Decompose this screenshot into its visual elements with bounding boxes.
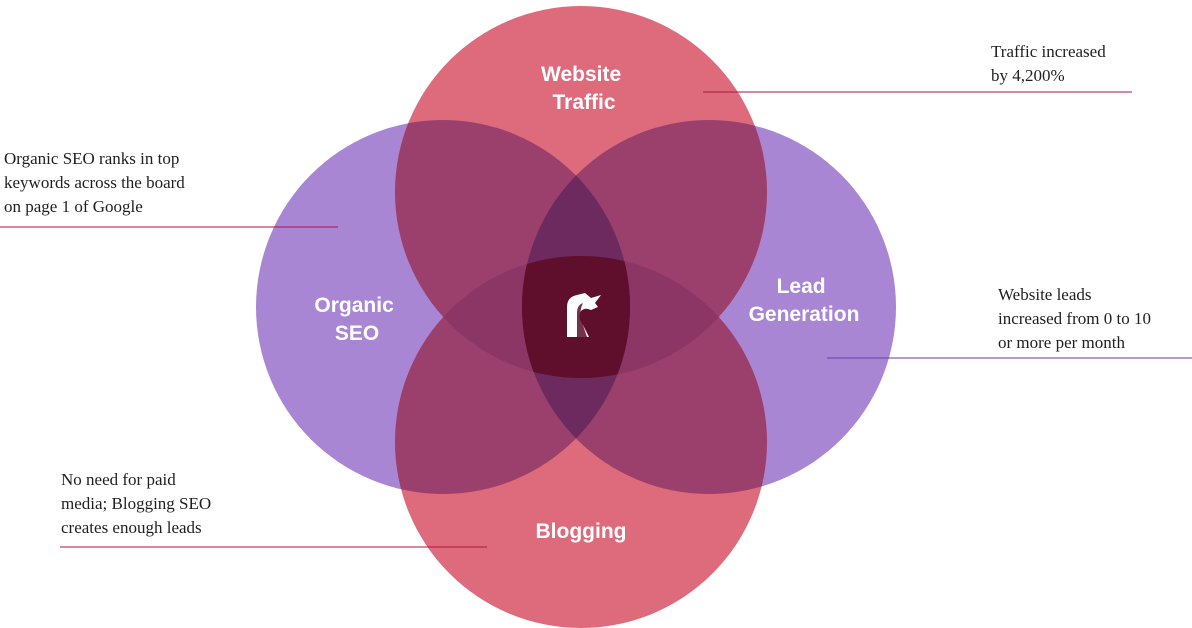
label-blogging: Blogging — [536, 520, 627, 543]
label-website-traffic: Website Traffic — [541, 63, 627, 114]
note-traffic-line: Traffic increased — [991, 42, 1106, 61]
note-traffic: Traffic increased by 4,200% — [991, 40, 1106, 88]
note-seo-line: Organic SEO ranks in top — [4, 149, 180, 168]
overlap-traffic-blogging — [395, 256, 767, 378]
unicorn-logo-icon — [567, 293, 601, 337]
note-seo-line: keywords across the board — [4, 173, 185, 192]
note-blogging-line: media; Blogging SEO — [61, 494, 212, 513]
note-leads-line: or more per month — [998, 333, 1125, 352]
note-seo: Organic SEO ranks in top keywords across… — [4, 147, 185, 219]
note-leads: Website leads increased from 0 to 10 or … — [998, 283, 1151, 355]
note-leads-line: Website leads — [998, 285, 1092, 304]
note-blogging: No need for paid media; Blogging SEO cre… — [61, 468, 211, 540]
note-blogging-line: creates enough leads — [61, 518, 202, 537]
note-blogging-line: No need for paid — [61, 470, 176, 489]
overlap-traffic-purple — [395, 120, 767, 378]
note-leads-line: increased from 0 to 10 — [998, 309, 1151, 328]
note-seo-line: on page 1 of Google — [4, 197, 143, 216]
note-traffic-line: by 4,200% — [991, 66, 1065, 85]
label-organic-seo: Organic SEO — [314, 294, 399, 345]
label-lead-generation: Lead Generation — [749, 275, 860, 326]
